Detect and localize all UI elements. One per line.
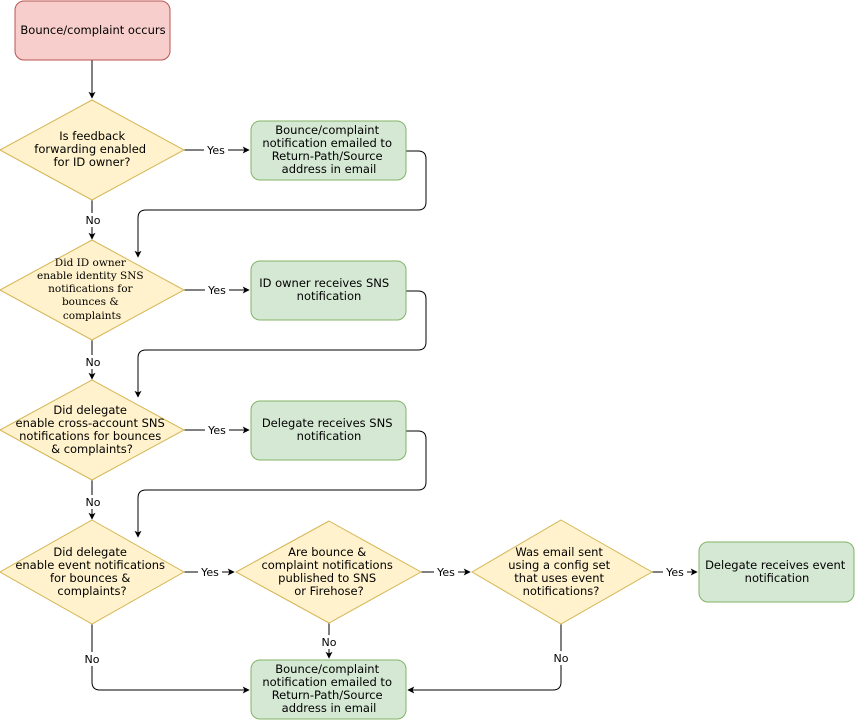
result-delegate-receives-sns: Delegate receives SNS notification: [250, 400, 407, 461]
edge-event-no: [91, 624, 250, 694]
edge-label-yes: Yes: [207, 424, 226, 437]
start-node: Bounce/complaint occurs: [14, 0, 171, 61]
decision-feedback-forwarding: Is feedback forwarding enabled for ID ow…: [0, 99, 186, 201]
result-email-return-path-top: Bounce/complaint notification emailed to…: [250, 120, 407, 181]
svg-text:Delegate receives event: Delegate receives event notification: [705, 558, 849, 585]
edge-owner-sns-return: [134, 290, 427, 398]
edge-label-yes: Yes: [207, 284, 226, 297]
decision-cross-account-sns: Did delegate enable cross-account SNS no…: [0, 379, 186, 481]
decision-config-set: Was email sent using a config set that u…: [471, 519, 654, 625]
result-owner-receives-sns: ID owner receives SNS notification: [250, 260, 407, 321]
edge-label-no: No: [554, 652, 569, 665]
edge-label-no: No: [86, 496, 101, 509]
svg-text:Delegate receives SNS no: Delegate receives SNS notification: [262, 416, 396, 443]
edge-delegate-sns-return: [134, 430, 427, 538]
result-email-return-path-bottom: Bounce/complaint notification emailed to…: [250, 659, 407, 720]
svg-text:Did delegate enable even: Did delegate enable event notifications …: [15, 545, 168, 598]
svg-text:ID owner receives SNS no: ID owner receives SNS notification: [259, 276, 393, 303]
svg-text:Bounce/complaint occurs: Bounce/complaint occurs: [20, 23, 165, 37]
decision-published-sns-firehose: Are bounce & complaint notifications pub…: [234, 520, 423, 624]
edge-email-top-return: [134, 150, 427, 258]
decision-event-notifications: Did delegate enable event notifications …: [0, 519, 186, 625]
edge-label-yes: Yes: [436, 566, 455, 579]
edge-labels: Yes No Yes No Yes No Yes Yes Yes No No N…: [81, 143, 687, 666]
edge-label-yes: Yes: [206, 144, 225, 157]
edge-label-yes: Yes: [665, 566, 684, 579]
decision-identity-sns: Did ID owner enable identity SNS notific…: [0, 239, 186, 341]
svg-text:Are bounce & complaint n: Are bounce & complaint notifications pub…: [261, 545, 396, 598]
svg-text:Bounce/complaint notific: Bounce/complaint notification emailed to…: [262, 662, 395, 715]
svg-text:Did delegate enable cros: Did delegate enable cross-account SNS no…: [16, 403, 169, 456]
edge-label-no: No: [86, 214, 101, 227]
svg-text:Bounce/complaint notific: Bounce/complaint notification emailed to…: [262, 123, 395, 176]
result-delegate-receives-event: Delegate receives event notification: [698, 541, 855, 603]
edge-label-no: No: [86, 356, 101, 369]
edge-label-no: No: [322, 636, 337, 649]
svg-text:Is feedback forwarding e: Is feedback forwarding enabled for ID ow…: [34, 129, 149, 169]
edge-label-yes: Yes: [200, 566, 219, 579]
edge-config-no: [407, 624, 562, 694]
svg-text:Did ID owner enable iden: Did ID owner enable identity SNS notific…: [37, 257, 147, 322]
svg-text:Was email sent using a c: Was email sent using a config set that u…: [508, 545, 614, 598]
edge-label-no: No: [85, 653, 100, 666]
